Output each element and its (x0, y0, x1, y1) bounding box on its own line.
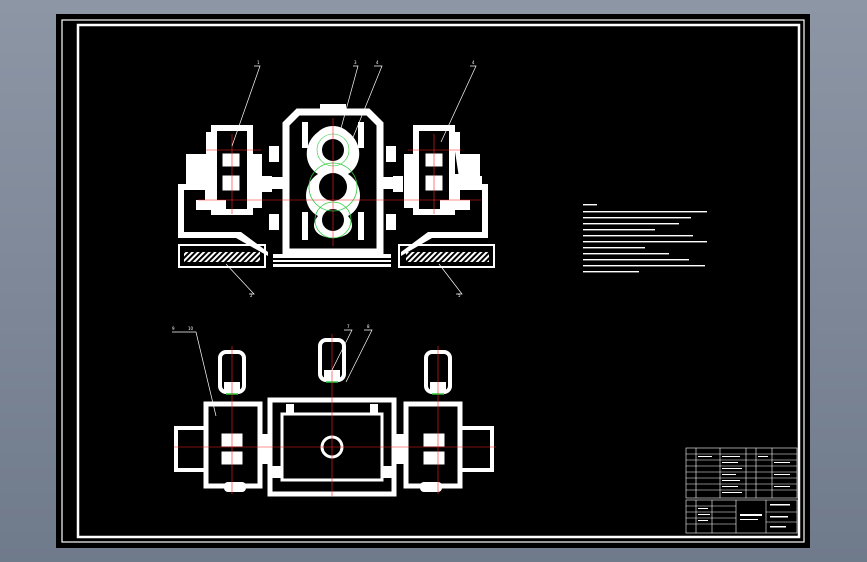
label-2: 2 (250, 293, 253, 298)
title-block-text (698, 504, 790, 528)
label-4a: 4 (376, 60, 379, 65)
technical-notes (583, 204, 707, 273)
plan-right-unit (394, 350, 494, 492)
plan-view (174, 338, 494, 497)
label-8: 8 (367, 324, 370, 329)
label-7: 7 (347, 324, 350, 329)
base-left (178, 244, 266, 268)
label-4b: 4 (472, 60, 475, 65)
front-elevation (178, 104, 495, 268)
plan-label-group: 9 10 7 8 (172, 324, 370, 331)
cad-drawing: 1 3 4 4 2 5 (61, 19, 805, 543)
front-centerlines (198, 118, 481, 246)
label-1: 1 (257, 60, 260, 65)
label-9: 9 (172, 326, 175, 331)
label-3: 3 (354, 60, 357, 65)
front-label-group: 1 3 4 4 2 5 (250, 60, 475, 298)
left-motor (186, 125, 272, 215)
right-motor (393, 125, 482, 215)
drawing-sheet: 1 3 4 4 2 5 (56, 14, 810, 548)
base-right (398, 244, 495, 268)
plan-couplings (226, 381, 444, 395)
parts-list (685, 447, 798, 499)
plan-left-unit (174, 350, 270, 492)
title-block (685, 499, 798, 534)
plan-leaders (172, 329, 373, 417)
gearbox (282, 104, 384, 256)
label-5: 5 (458, 293, 461, 298)
parts-list-text (698, 456, 790, 493)
label-10: 10 (188, 326, 194, 331)
outer-frame (61, 19, 805, 543)
plan-centerlines (174, 334, 496, 496)
inner-frame (76, 23, 801, 539)
front-leaders (225, 65, 477, 295)
